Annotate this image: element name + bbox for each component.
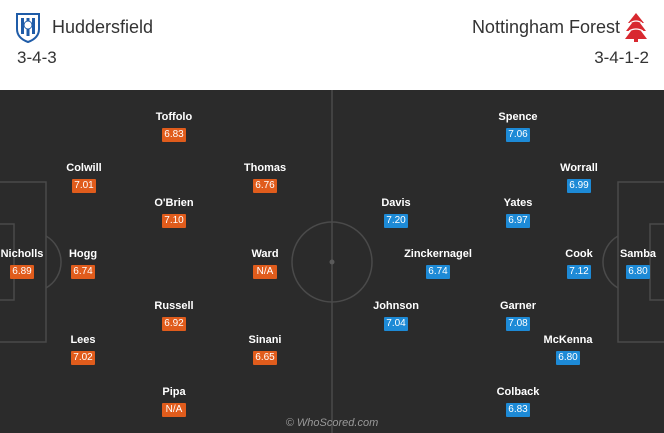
player-name: Thomas bbox=[243, 162, 287, 174]
home-team-name: Huddersfield bbox=[52, 17, 154, 37]
player-name: Sinani bbox=[248, 334, 282, 346]
away-player[interactable]: Spence 7.06 bbox=[478, 111, 558, 147]
player-rating: 6.80 bbox=[556, 351, 580, 365]
player-rating: 6.65 bbox=[253, 351, 277, 365]
player-rating: 7.10 bbox=[162, 214, 186, 228]
watermark: © WhoScored.com bbox=[285, 417, 379, 429]
player-name: Johnson bbox=[373, 300, 419, 312]
player-name: Davis bbox=[381, 197, 411, 209]
home-player[interactable]: Russell 6.92 bbox=[134, 300, 214, 336]
player-name: Pipa bbox=[162, 386, 186, 398]
player-name: Spence bbox=[498, 111, 538, 123]
home-player[interactable]: O'Brien 7.10 bbox=[134, 197, 214, 233]
home-player[interactable]: Toffolo 6.83 bbox=[134, 111, 214, 147]
player-rating: 6.89 bbox=[10, 265, 34, 279]
away-formation: 3-4-1-2 bbox=[594, 48, 649, 67]
player-name: Russell bbox=[154, 300, 194, 312]
player-name: Colback bbox=[496, 386, 540, 398]
player-rating: N/A bbox=[253, 265, 277, 279]
away-team-name: Nottingham Forest bbox=[471, 17, 620, 37]
player-name: Hogg bbox=[68, 248, 98, 260]
player-name: Yates bbox=[503, 197, 533, 209]
player-rating: 7.12 bbox=[567, 265, 591, 279]
player-rating: 6.76 bbox=[253, 179, 277, 193]
player-rating: 7.01 bbox=[72, 179, 96, 193]
player-rating: 7.20 bbox=[384, 214, 408, 228]
away-player[interactable]: Yates 6.97 bbox=[478, 197, 558, 233]
nottingham-forest-crest-icon bbox=[625, 13, 647, 42]
player-name: O'Brien bbox=[154, 197, 194, 209]
player-rating: 6.83 bbox=[506, 403, 530, 417]
player-rating: 7.06 bbox=[506, 128, 530, 142]
match-header: Huddersfield 3-4-3 Nottingham Forest 3-4… bbox=[0, 0, 664, 90]
player-name: Lees bbox=[70, 334, 96, 346]
player-name: Colwill bbox=[66, 162, 102, 174]
player-rating: 6.74 bbox=[426, 265, 450, 279]
player-name: Nicholls bbox=[0, 248, 44, 260]
home-player[interactable]: Ward N/A bbox=[225, 248, 305, 284]
player-rating: 6.92 bbox=[162, 317, 186, 331]
player-rating: 7.04 bbox=[384, 317, 408, 331]
home-player[interactable]: Colwill 7.01 bbox=[44, 162, 124, 198]
player-rating: 6.74 bbox=[71, 265, 95, 279]
pitch: Nicholls 6.89 Hogg 6.74 Colwill 7.01 Lee… bbox=[0, 90, 664, 433]
player-name: Cook bbox=[565, 248, 593, 260]
player-rating: 6.80 bbox=[626, 265, 650, 279]
player-rating: 6.97 bbox=[506, 214, 530, 228]
away-player[interactable]: Zinckernagel 6.74 bbox=[398, 248, 478, 284]
player-name: Ward bbox=[251, 248, 279, 260]
player-name: Worrall bbox=[560, 162, 598, 174]
away-player[interactable]: Samba 6.80 bbox=[598, 248, 664, 284]
away-player[interactable]: Worrall 6.99 bbox=[539, 162, 619, 198]
player-name: Zinckernagel bbox=[404, 248, 472, 260]
player-name: Samba bbox=[619, 248, 657, 260]
away-player[interactable]: Cook 7.12 bbox=[539, 248, 619, 284]
away-player[interactable]: McKenna 6.80 bbox=[528, 334, 608, 370]
away-player[interactable]: Colback 6.83 bbox=[478, 386, 558, 422]
player-rating: 7.08 bbox=[506, 317, 530, 331]
home-player[interactable]: Lees 7.02 bbox=[43, 334, 123, 370]
player-name: Garner bbox=[499, 300, 537, 312]
player-rating: 6.83 bbox=[162, 128, 186, 142]
away-player[interactable]: Johnson 7.04 bbox=[356, 300, 436, 336]
away-player[interactable]: Davis 7.20 bbox=[356, 197, 436, 233]
player-name: McKenna bbox=[543, 334, 593, 346]
player-rating: 6.99 bbox=[567, 179, 591, 193]
away-player[interactable]: Garner 7.08 bbox=[478, 300, 558, 336]
player-rating: 7.02 bbox=[71, 351, 95, 365]
home-formation: 3-4-3 bbox=[17, 48, 57, 67]
home-player[interactable]: Thomas 6.76 bbox=[225, 162, 305, 198]
player-rating: N/A bbox=[162, 403, 186, 417]
huddersfield-crest-icon bbox=[16, 13, 40, 43]
home-player[interactable]: Hogg 6.74 bbox=[43, 248, 123, 284]
home-player[interactable]: Nicholls 6.89 bbox=[0, 248, 62, 284]
home-player[interactable]: Sinani 6.65 bbox=[225, 334, 305, 370]
pitch-markings bbox=[0, 90, 664, 433]
player-name: Toffolo bbox=[155, 111, 193, 123]
home-player[interactable]: Pipa N/A bbox=[134, 386, 214, 422]
